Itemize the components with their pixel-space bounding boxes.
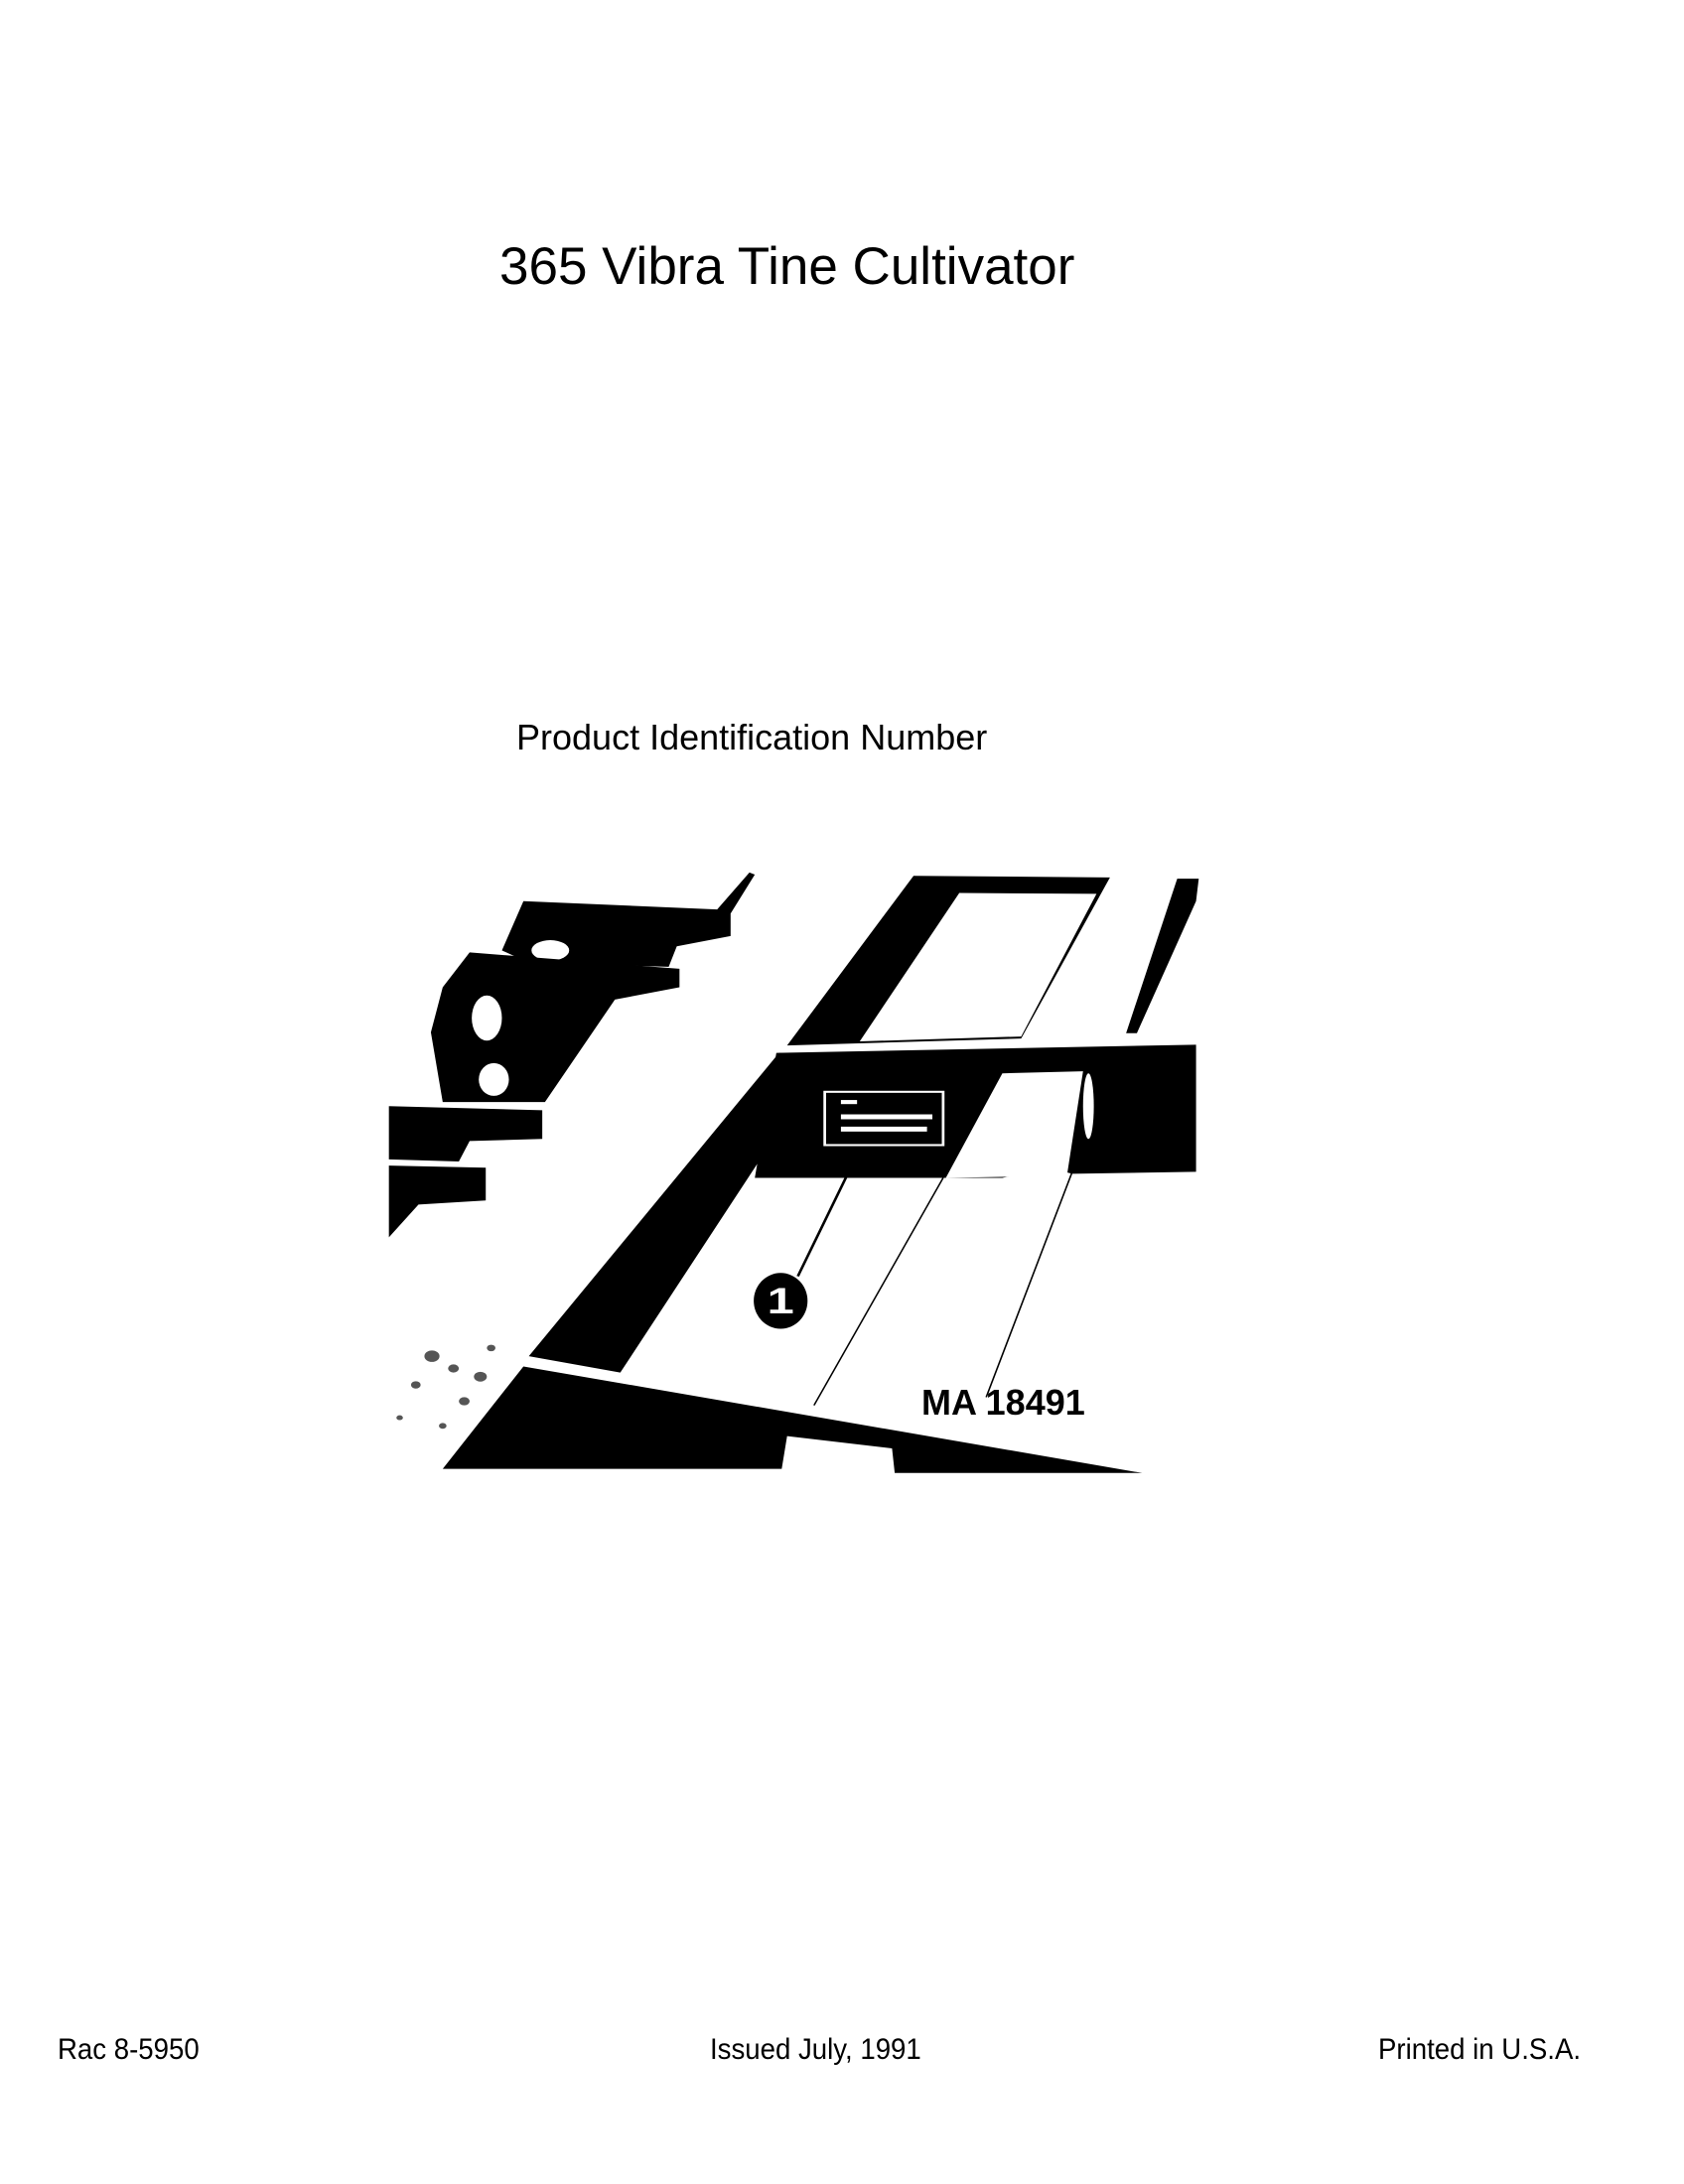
callout-leader-line [796, 1149, 862, 1277]
diagonal-beam [528, 1052, 831, 1373]
issue-date: Issued July, 1991 [710, 2033, 921, 2066]
ground-texture [396, 1344, 495, 1430]
left-bar [388, 1165, 487, 1238]
cultivator-frame-photo: 1 [388, 872, 1199, 1473]
figure-id: MA 18491 [921, 1382, 1085, 1423]
upper-bracket [501, 872, 756, 967]
printed-location: Printed in U.S.A. [1378, 2033, 1582, 2066]
right-strip [1126, 879, 1199, 1033]
plate-hole [472, 995, 502, 1041]
callout-circle [754, 1273, 808, 1329]
lower-frame [442, 1366, 1143, 1473]
publication-number: Rac 8-5950 [58, 2033, 200, 2066]
plate-hole [479, 1062, 509, 1096]
section-heading: Product Identification Number [516, 717, 988, 757]
mounting-plate [430, 952, 680, 1103]
bracket-hole [531, 940, 570, 961]
page-title: 365 Vibra Tine Cultivator [499, 237, 1075, 296]
callout-number: 1 [768, 1281, 794, 1321]
left-bar [388, 1106, 543, 1161]
